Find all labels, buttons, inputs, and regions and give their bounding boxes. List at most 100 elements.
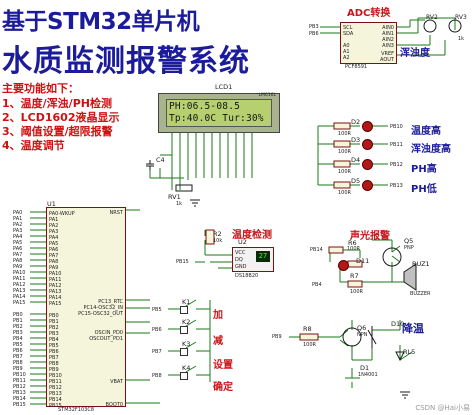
mcu-pin-pa8: PA8 <box>49 259 59 265</box>
lcd-pot-value: 1k <box>176 201 183 207</box>
buzzer-ref: BUZ1 <box>412 260 430 268</box>
lcd-pot-ref[interactable]: RV1 <box>168 193 181 201</box>
pot-rv3[interactable]: RV3 <box>455 14 467 21</box>
mcu-pin-pb15: PB15 <box>49 403 62 409</box>
led-d3 <box>362 139 373 150</box>
mcu-pin-pb5: PB5 <box>49 343 59 349</box>
cooling-port: PB9 <box>272 334 282 340</box>
mcu-port-pb2: PB2 <box>13 324 23 330</box>
lcd-cap-ref: C4 <box>156 156 165 164</box>
led-d2 <box>362 121 373 132</box>
mcu-port-pa2: PA2 <box>13 222 23 228</box>
led-d3-port: PB11 <box>390 142 403 148</box>
mcu-port-pb7: PB7 <box>13 354 23 360</box>
alarm-r7-ref: R7 <box>350 272 359 280</box>
mcu-pin-pb9: PB9 <box>49 367 59 373</box>
lcd-model: LM016L <box>258 93 277 98</box>
mcu-pin-pa6: PA6 <box>49 247 59 253</box>
led-d5-ref: D5 <box>351 177 361 185</box>
mcu-pin-pb11: PB11 <box>49 379 62 385</box>
key-k3[interactable] <box>180 348 188 356</box>
mcu-pin-pa3: PA3 <box>49 229 59 235</box>
adc-pin-ain3: AIN3 <box>382 43 394 49</box>
adc-pin-aout: AOUT <box>380 57 394 63</box>
buzzer-name: BUZZER <box>410 291 431 297</box>
mcu-pin-pa11: PA11 <box>49 277 62 283</box>
mcu-port-pa10: PA10 <box>13 270 26 276</box>
cooling-r8-value: 100R <box>303 342 317 348</box>
mcu-port-pb14: PB14 <box>13 396 26 402</box>
led-d4-port: PB12 <box>390 162 403 168</box>
adc-pin-ain0: AIN0 <box>382 25 394 31</box>
alarm-r6-value: 100R <box>347 246 361 252</box>
temp-sensor-ref: U2 <box>238 238 247 246</box>
key-k3-port: PB7 <box>152 349 162 355</box>
mcu-pin-pa10: PA10 <box>49 271 62 277</box>
adc-pin-vref: VREF <box>381 51 394 57</box>
key-k4[interactable] <box>180 372 188 380</box>
mcu-port-pa0: PA0 <box>13 210 23 216</box>
mcu-pin-pc14: PC14-OSC32_IN <box>83 305 124 311</box>
led-d2-ref: D2 <box>351 118 361 126</box>
led-d4-resistor: 100R <box>338 169 352 175</box>
mcu-pin-pa1: PA1 <box>49 217 59 223</box>
mcu-pin-pa2: PA2 <box>49 223 59 229</box>
adc-pin-sda: SDA <box>343 31 354 37</box>
alarm-led-ref: D11 <box>356 257 370 265</box>
mcu-pin-pb12: PB12 <box>49 385 62 391</box>
features-heading: 主要功能如下： <box>2 82 79 95</box>
watermark: CSDN @Hai小易 <box>415 404 470 412</box>
led-d5-resistor: 100R <box>338 190 352 196</box>
key-k1-port: PB5 <box>152 307 162 313</box>
mcu-pin-pa12: PA12 <box>49 283 62 289</box>
mcu-port-pa11: PA11 <box>13 276 26 282</box>
lcd-line-1: PH:06.5-08.5 <box>169 101 241 112</box>
key-k2[interactable] <box>180 326 188 334</box>
mcu-port-pa9: PA9 <box>13 264 23 270</box>
alarm-r7-value: 100R <box>350 289 364 295</box>
key-k1[interactable] <box>180 306 188 314</box>
mcu-name: STM32F103C8 <box>58 407 94 413</box>
adc-turbidity-label: 浑浊度 <box>400 48 430 59</box>
mcu-pin-pb10: PB10 <box>49 373 62 379</box>
key-k4-ref: K4 <box>182 364 191 372</box>
feature-item-1: 1、温度/浑浊/PH检测 <box>2 97 112 110</box>
cooling-r8-ref: R8 <box>303 325 312 333</box>
adc-pin-a2: A2 <box>343 55 350 61</box>
adc-pin-ain2: AIN2 <box>382 37 394 43</box>
led-d3-resistor: 100R <box>338 149 352 155</box>
mcu-port-pb8: PB8 <box>13 360 23 366</box>
mcu-pin-pc13: PC13_RTC <box>98 299 123 305</box>
mcu-port-pb13: PB13 <box>13 390 26 396</box>
adc-chip[interactable]: SCL SDA A0 A1 A2 AIN0 AIN1 AIN2 AIN3 VRE… <box>340 22 397 64</box>
led-d2-resistor: 100R <box>338 131 352 137</box>
mcu-port-pa6: PA6 <box>13 246 23 252</box>
mcu-pin-pa5: PA5 <box>49 241 59 247</box>
mcu-port-pa15: PA15 <box>13 300 26 306</box>
lcd-display[interactable]: LM016L PH:06.5-08.5 Tp:40.0C Tur:30% <box>158 93 280 133</box>
mcu-port-pb5: PB5 <box>13 342 23 348</box>
mcu-pin-pa14: PA14 <box>49 295 62 301</box>
temp-pin-dq: DQ <box>235 257 243 263</box>
led-d3-ref: D3 <box>351 136 361 144</box>
lcd-ref: LCD1 <box>215 83 233 91</box>
led-d3-label: 浑浊度高 <box>411 144 451 155</box>
mcu-pin-vbat: VBAT <box>110 379 123 385</box>
mcu-pin-nrst: NRST <box>109 210 123 216</box>
temp-sensor[interactable]: VCC DQ GND 27 <box>232 247 274 272</box>
mcu-pin-pb4: PB4 <box>49 337 59 343</box>
key-k1-ref: K1 <box>182 298 191 306</box>
title-line2: 水质监测报警系统 <box>2 44 250 79</box>
mcu-port-pa4: PA4 <box>13 234 23 240</box>
alarm-label: 声光报警 <box>350 231 390 242</box>
led-d2-port: PB10 <box>390 124 403 130</box>
pot-rv2[interactable]: RV2 <box>426 14 438 21</box>
led-d4 <box>362 159 373 170</box>
mcu-pin-pb0: PB0 <box>49 313 59 319</box>
alarm-port-pb14: PB14 <box>310 247 323 253</box>
key-k2-label: 减 <box>213 336 223 347</box>
mcu-port-pb0: PB0 <box>13 312 23 318</box>
mcu-pin-pa0-wkup: PA0-WKUP <box>49 211 75 217</box>
mcu-port-pa1: PA1 <box>13 216 23 222</box>
